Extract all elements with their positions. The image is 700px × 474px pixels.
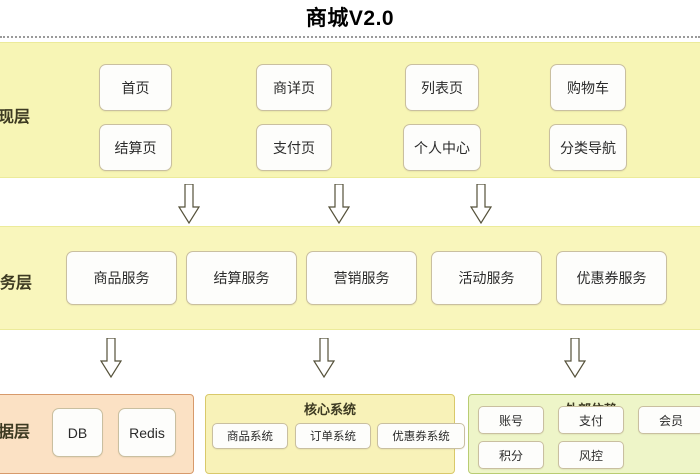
node-external-1[interactable]: 支付 bbox=[558, 406, 624, 434]
node-core-1[interactable]: 订单系统 bbox=[295, 423, 371, 449]
arrow-down-presentation-1 bbox=[178, 184, 200, 224]
node-external-3[interactable]: 积分 bbox=[478, 441, 544, 469]
node-service-4[interactable]: 优惠券服务 bbox=[556, 251, 667, 305]
node-presentation-1-0[interactable]: 结算页 bbox=[99, 124, 172, 171]
node-external-2[interactable]: 会员 bbox=[638, 406, 700, 434]
layer-label-data: 数据层 bbox=[0, 424, 31, 441]
arrow-down-presentation-2 bbox=[328, 184, 350, 224]
node-external-4[interactable]: 风控 bbox=[558, 441, 624, 469]
arrow-down-presentation-3 bbox=[470, 184, 492, 224]
node-data-1[interactable]: Redis bbox=[118, 408, 176, 457]
node-presentation-1-2[interactable]: 个人中心 bbox=[403, 124, 481, 171]
node-core-0[interactable]: 商品系统 bbox=[212, 423, 288, 449]
node-presentation-0-1[interactable]: 商详页 bbox=[256, 64, 332, 111]
node-presentation-0-2[interactable]: 列表页 bbox=[405, 64, 479, 111]
node-data-0[interactable]: DB bbox=[52, 408, 103, 457]
title-divider bbox=[0, 36, 700, 38]
arrow-down-service-1 bbox=[100, 338, 122, 378]
node-presentation-0-3[interactable]: 购物车 bbox=[550, 64, 626, 111]
page-title: 商城V2.0 bbox=[305, 7, 395, 30]
layer-label-service: 服务层 bbox=[0, 275, 33, 292]
arrow-down-service-3 bbox=[564, 338, 586, 378]
node-service-1[interactable]: 结算服务 bbox=[186, 251, 297, 305]
node-service-3[interactable]: 活动服务 bbox=[431, 251, 542, 305]
node-presentation-1-3[interactable]: 分类导航 bbox=[549, 124, 627, 171]
node-presentation-0-0[interactable]: 首页 bbox=[99, 64, 172, 111]
panel-title-core-system: 核心系统 bbox=[303, 402, 356, 417]
node-service-0[interactable]: 商品服务 bbox=[66, 251, 177, 305]
layer-label-presentation: 表现层 bbox=[0, 109, 31, 126]
node-presentation-1-1[interactable]: 支付页 bbox=[256, 124, 332, 171]
node-external-0[interactable]: 账号 bbox=[478, 406, 544, 434]
node-service-2[interactable]: 营销服务 bbox=[306, 251, 417, 305]
arrow-down-service-2 bbox=[313, 338, 335, 378]
node-core-2[interactable]: 优惠券系统 bbox=[377, 423, 465, 449]
